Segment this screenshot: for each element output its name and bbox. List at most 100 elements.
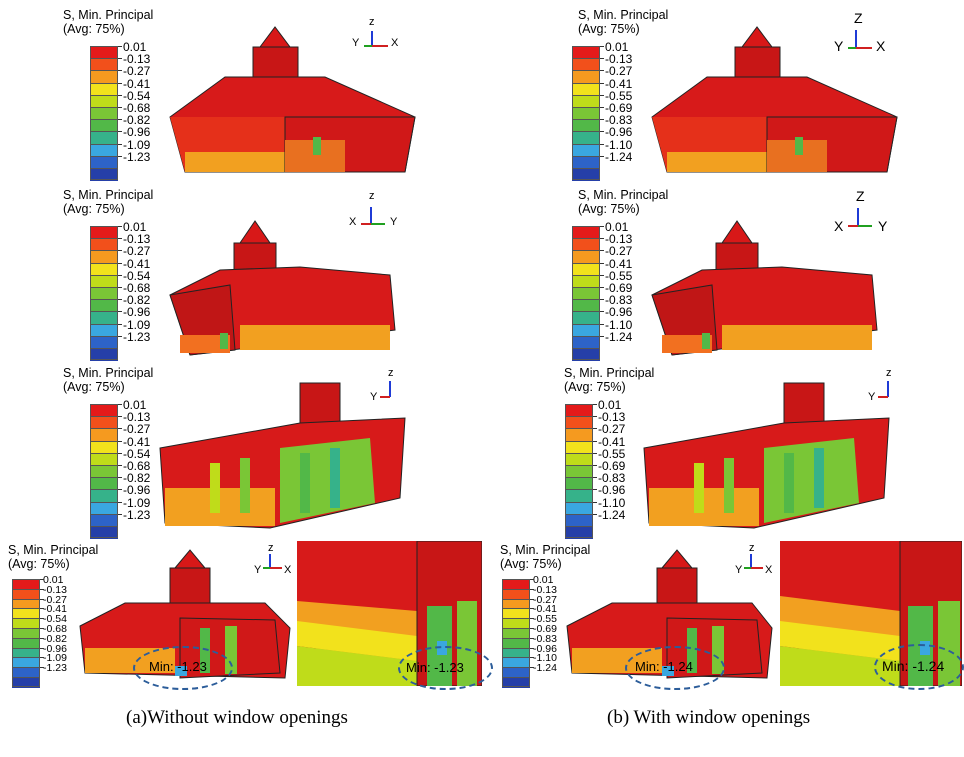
panel-a-row1: S, Min. Principal (Avg: 75%) 0.01-0.13-0…: [0, 0, 480, 185]
legend-swatch: [565, 501, 593, 515]
legend-tick-label: -1.24: [605, 329, 633, 344]
legend-title-line2: (Avg: 75%): [63, 22, 125, 36]
legend-title: S, Min. Principal (Avg: 75%): [8, 543, 98, 571]
legend-tick-mark: [40, 579, 44, 580]
legend-swatch: [502, 608, 530, 620]
church-model-section-view: [643, 382, 890, 529]
legend-tick-label: -1.10: [605, 137, 633, 152]
legend-swatch: [572, 299, 600, 313]
legend-tick-label: 0.01: [123, 398, 147, 412]
legend-tick-label: -0.54: [123, 88, 151, 103]
legend-tick-mark: [600, 311, 604, 313]
legend-title-line1: S, Min. Principal: [63, 366, 154, 380]
legend-swatch: [572, 168, 600, 182]
legend-tick-mark: [118, 226, 122, 227]
legend-swatch: [12, 618, 40, 629]
legend-tick-label: -1.24: [605, 149, 633, 164]
legend-tick-mark: [600, 131, 604, 133]
legend-title-line2: (Avg: 75%): [564, 380, 626, 394]
legend-tick-mark: [530, 588, 534, 590]
legend-tick-label: -0.13: [605, 52, 633, 67]
legend-tick-label: -0.27: [123, 244, 151, 259]
legend-tick-label: 0.01: [605, 220, 629, 234]
legend-tick-mark: [600, 274, 604, 276]
caption-a: (a)Without window openings: [126, 707, 348, 728]
legend-tick-mark: [40, 608, 44, 610]
legend-tick-label: -0.13: [123, 410, 151, 425]
legend-tick-mark: [593, 465, 597, 466]
legend-swatch: [572, 274, 600, 288]
legend-tick-label: -0.41: [598, 434, 626, 449]
legend-tick-label: -0.68: [123, 281, 151, 295]
legend-swatch: [12, 657, 40, 669]
legend-tick-label: -0.41: [123, 434, 151, 449]
legend-tick-mark: [118, 119, 122, 121]
legend-tick-mark: [118, 250, 122, 252]
legend-tick-label: -1.09: [43, 652, 67, 665]
legend-swatch: [502, 647, 530, 659]
legend-title-line1: S, Min. Principal: [63, 8, 154, 22]
legend-tick-label: -0.13: [533, 583, 557, 596]
legend-tick-label: -0.96: [123, 305, 151, 320]
legend-tick-mark: [118, 513, 122, 515]
legend-tick-label: -0.69: [605, 101, 633, 115]
legend-tick-mark: [40, 588, 44, 590]
legend-tick-mark: [600, 107, 604, 108]
legend-tick-mark: [118, 323, 122, 325]
legend-tick-label: -0.13: [123, 232, 151, 247]
legend-swatch: [90, 489, 118, 503]
legend-title: S, Min. Principal (Avg: 75%): [578, 188, 668, 216]
legend-tick-label: -0.55: [533, 613, 557, 626]
legend-tick-label: 0.01: [43, 574, 64, 586]
legend-tick-label: -1.23: [123, 329, 151, 344]
legend-title-line2: (Avg: 75%): [578, 202, 640, 216]
legend-swatch: [502, 588, 530, 600]
legend-tick-label: -0.96: [605, 125, 633, 140]
legend-tick-mark: [118, 287, 122, 288]
legend-tick-label: -0.41: [43, 603, 67, 616]
legend-tick-label: 0.01: [123, 40, 147, 54]
legend-tick-label: -0.55: [605, 268, 633, 283]
legend-tick-label: -1.10: [605, 317, 633, 332]
legend-swatch: [565, 465, 593, 479]
legend-swatch: [90, 131, 118, 145]
legend-tick-mark: [593, 477, 597, 479]
legend-tick-label: -0.41: [123, 76, 151, 91]
zoomed-detail-view: [297, 541, 482, 686]
legend-tick-mark: [593, 501, 597, 503]
legend-tick-mark: [118, 274, 122, 276]
legend-tick-mark: [600, 58, 604, 60]
legend-swatch: [565, 477, 593, 491]
legend-tick-mark: [530, 598, 534, 600]
legend-tick-label: -0.27: [605, 64, 633, 79]
legend-title-line2: (Avg: 75%): [63, 202, 125, 216]
legend-tick-label: 0.01: [605, 40, 629, 54]
legend-swatch: [502, 598, 530, 610]
legend-swatch: [572, 107, 600, 121]
legend-tick-label: -0.41: [533, 603, 557, 616]
legend-swatch: [565, 416, 593, 430]
min-value-label: Min: -1.24: [882, 658, 945, 674]
legend-swatch: [12, 608, 40, 620]
legend-tick-mark: [118, 82, 122, 84]
panel-a-row3: S, Min. Principal (Avg: 75%) 0.01-0.13-0…: [0, 363, 480, 540]
panel-b-row1: S, Min. Principal (Avg: 75%) 0.01-0.13-0…: [482, 0, 964, 185]
legend-swatch: [90, 155, 118, 169]
legend-swatch: [90, 70, 118, 84]
legend-swatch: [565, 526, 593, 540]
legend-title-line2: (Avg: 75%): [8, 557, 70, 571]
legend-tick-mark: [118, 404, 122, 405]
legend-tick-mark: [600, 82, 604, 84]
legend-tick-label: -0.27: [605, 244, 633, 259]
legend-tick-label: -0.27: [43, 593, 67, 606]
legend-swatch: [90, 440, 118, 454]
church-model-exterior-view: [651, 26, 898, 173]
legend-tick-label: -0.83: [598, 471, 626, 486]
legend-swatch: [565, 440, 593, 454]
legend-tick-mark: [40, 637, 44, 639]
legend-swatch: [90, 274, 118, 288]
legend-tick-label: -0.68: [123, 459, 151, 473]
legend-tick-mark: [600, 155, 604, 157]
legend-title-line1: S, Min. Principal: [564, 366, 655, 380]
legend-tick-label: -0.69: [598, 459, 626, 473]
